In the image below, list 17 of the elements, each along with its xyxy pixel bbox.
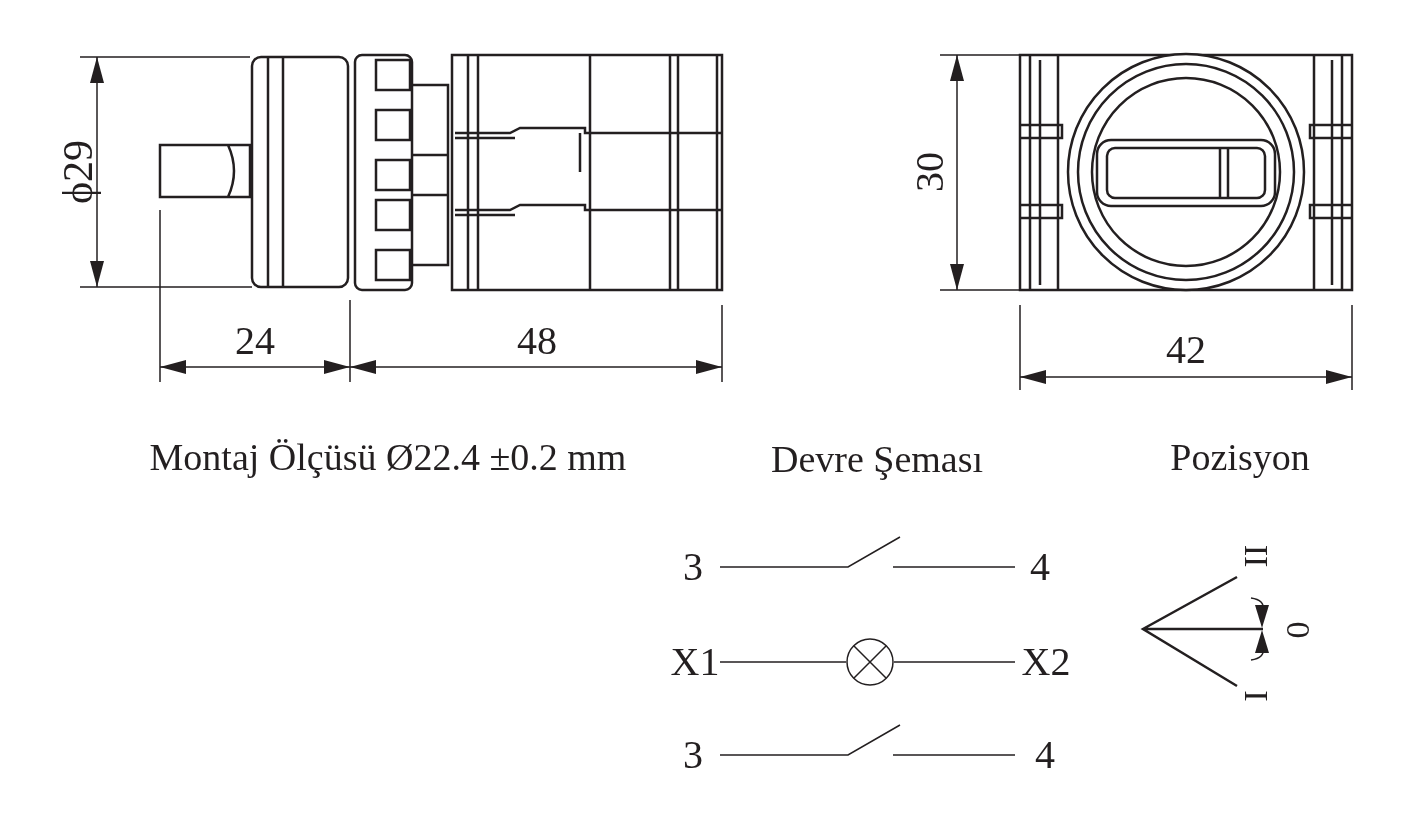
caption-text: Montaj Ölçüsü Ø22.4 ±0.2 mm bbox=[149, 438, 627, 476]
section-heading: Pozisyon bbox=[1170, 438, 1310, 476]
position-label: 0 bbox=[1281, 621, 1315, 639]
dimension-value: 30 bbox=[910, 152, 950, 192]
dimension-value: 42 bbox=[1166, 330, 1206, 370]
position-label: I bbox=[1239, 690, 1273, 702]
terminal-label: 3 bbox=[683, 735, 703, 775]
dimension-value: ϕ29 bbox=[57, 139, 99, 205]
terminal-label: 4 bbox=[1035, 735, 1055, 775]
terminal-label: 4 bbox=[1030, 547, 1050, 587]
dimension-value: 24 bbox=[235, 321, 275, 361]
dimension-value: 48 bbox=[517, 321, 557, 361]
terminal-label: X2 bbox=[1021, 642, 1071, 682]
position-label: II bbox=[1239, 544, 1273, 568]
section-heading: Devre Şeması bbox=[770, 440, 984, 478]
terminal-label: 3 bbox=[683, 547, 703, 587]
terminal-label: X1 bbox=[670, 642, 720, 682]
